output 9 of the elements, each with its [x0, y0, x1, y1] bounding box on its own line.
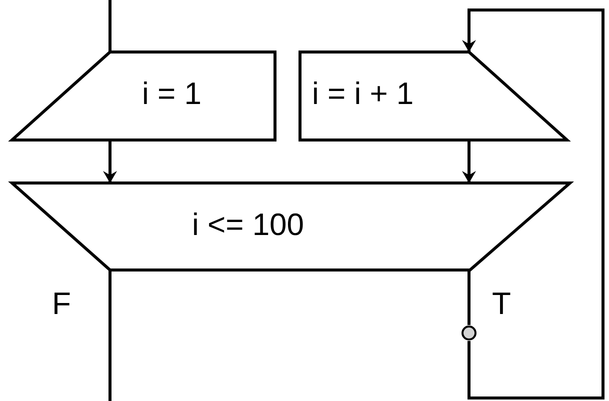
loop-expression: i = i + 1 — [312, 76, 414, 112]
connector-line — [108, 0, 112, 52]
connector-line — [468, 270, 470, 325]
arrow — [462, 140, 476, 183]
arrow — [103, 140, 117, 183]
arrow — [462, 8, 604, 400]
loop-expression: i = 1 — [142, 76, 202, 112]
loop-expression: i <= 100 — [192, 207, 304, 243]
connector-line — [108, 270, 112, 401]
